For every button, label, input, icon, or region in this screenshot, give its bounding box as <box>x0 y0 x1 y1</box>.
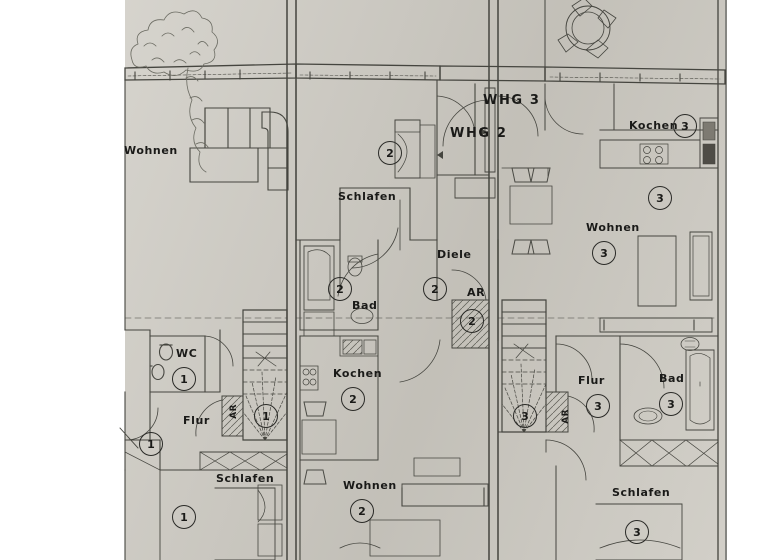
floorplan-linework <box>119 0 727 560</box>
